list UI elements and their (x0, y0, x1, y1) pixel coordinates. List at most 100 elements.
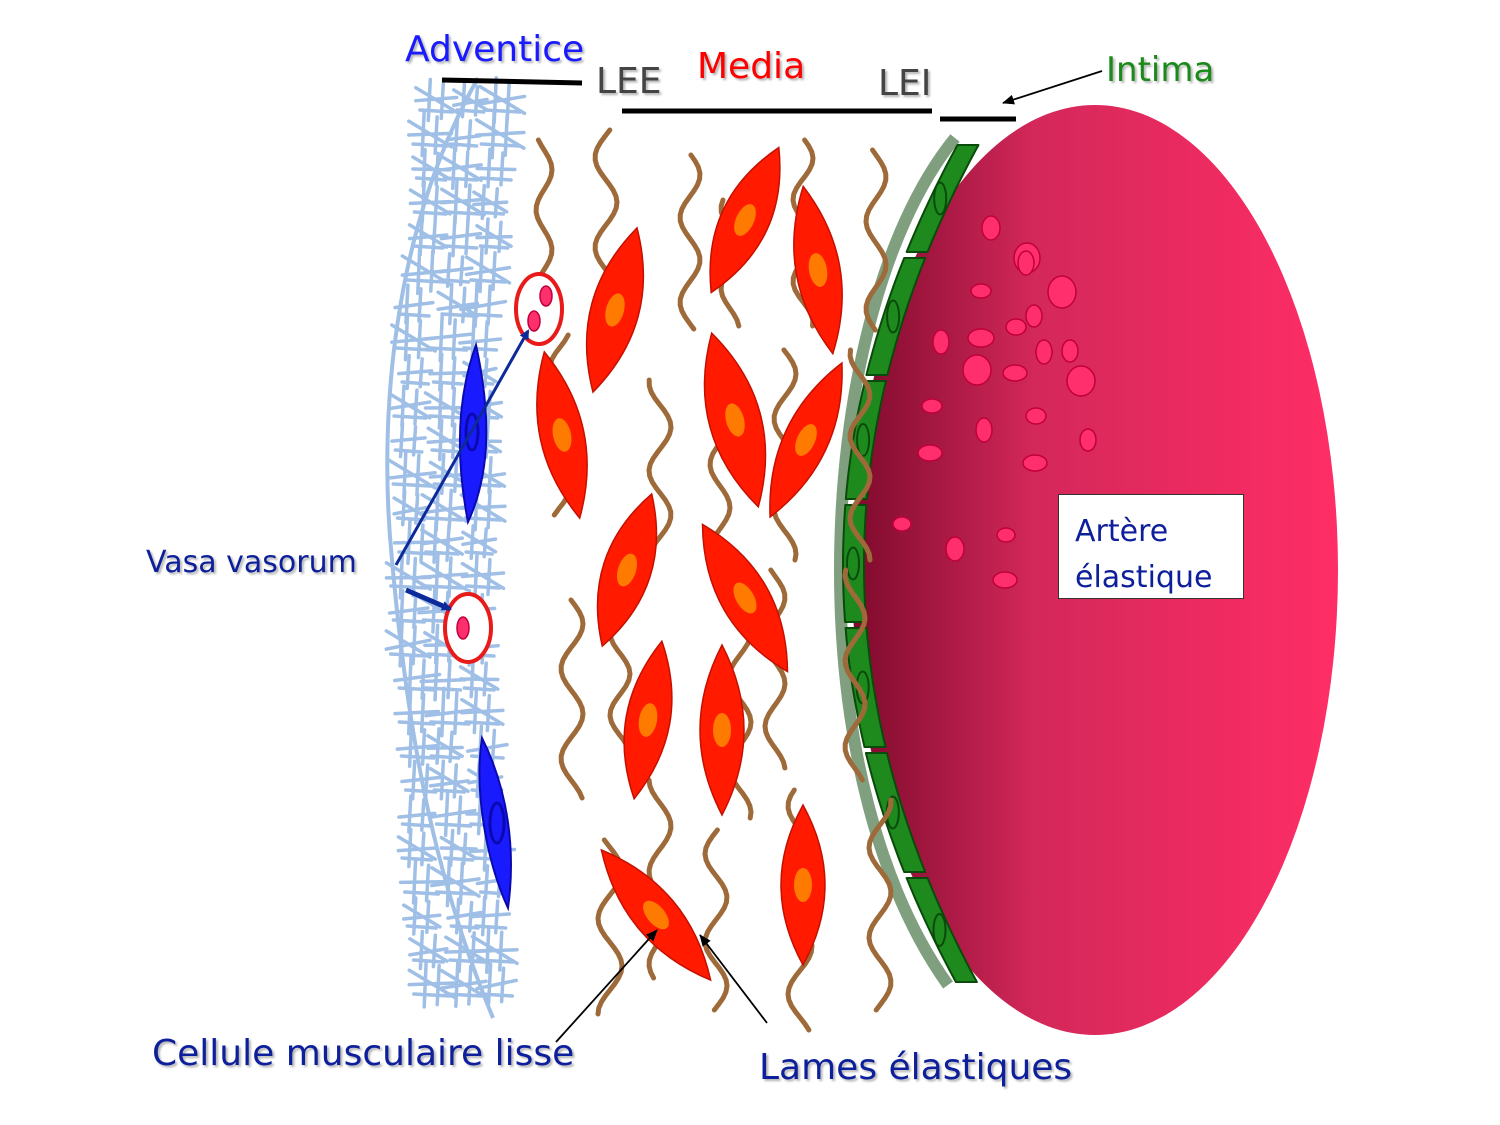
red-blood-cell (1025, 304, 1043, 328)
collagen-fiber (439, 81, 446, 121)
collagen-fiber (443, 790, 450, 838)
collagen-fiber (451, 145, 457, 191)
collagen-fiber (412, 992, 453, 998)
cellule-musculaire-label: Cellule musculaire lisse (152, 1033, 575, 1074)
collagen-fiber (397, 369, 434, 376)
collagen-fiber (479, 176, 513, 182)
collagen-fiber (452, 88, 489, 112)
collagen-fiber (410, 759, 417, 801)
collagen-fiber (418, 108, 455, 114)
collagen-fiber (437, 418, 444, 462)
smooth-muscle-nucleus (638, 703, 658, 737)
collagen-fiber (446, 658, 452, 700)
lee-label: LEE (596, 61, 662, 102)
elastic-lamella (866, 797, 894, 1013)
collagen-fiber (429, 754, 461, 760)
collagen-fiber (411, 859, 418, 905)
collagen-fiber (498, 930, 504, 972)
collagen-fiber (445, 134, 482, 142)
red-blood-cells (892, 215, 1097, 589)
collagen-fiber (497, 220, 503, 254)
collagen-fiber (486, 557, 492, 597)
smooth-muscle-nucleus (733, 582, 757, 614)
collagen-fiber (428, 766, 470, 794)
collagen-fiber (475, 224, 513, 248)
collagen-fiber (483, 357, 489, 389)
red-blood-cell (917, 444, 943, 462)
collagen-fiber (478, 244, 510, 250)
smooth-muscle-nucleus (552, 418, 572, 452)
collagen-fiber (418, 357, 424, 389)
collagen-fiber (452, 456, 459, 494)
collagen-fiber (423, 332, 473, 341)
elastic-lamella (726, 617, 754, 821)
collagen-fiber (460, 697, 505, 727)
collagen-fiber (406, 688, 413, 736)
smooth-muscle-nucleus (605, 293, 625, 327)
collagen-fiber (480, 895, 487, 937)
collagen-fiber (400, 384, 406, 428)
collagen-fiber (430, 808, 477, 819)
collagen-fiber (491, 251, 497, 292)
collagen-fiber (451, 214, 457, 258)
collagen-fiber (392, 414, 428, 420)
collagen-fiber (499, 151, 505, 187)
collagen-fiber (423, 763, 430, 799)
red-blood-cell (1025, 407, 1047, 425)
adventice-bar (441, 77, 583, 86)
collagen-fiber (485, 693, 492, 733)
collagen-fiber (453, 115, 460, 153)
collagen-fiber (444, 210, 482, 216)
red-blood-cell (1066, 365, 1096, 397)
collagen-fiber (392, 496, 430, 520)
collagen-fiber (420, 728, 427, 766)
collagen-fiber (475, 958, 515, 964)
collagen-fiber (486, 284, 492, 326)
collagen-fiber (430, 866, 481, 898)
collagen-fiber (425, 899, 431, 934)
collagen-fiber (424, 863, 431, 903)
adventitia-outer-boundary (385, 77, 495, 1019)
collagen-fiber (457, 926, 463, 974)
artere-line-1: Artère (1075, 514, 1169, 549)
collagen-fiber (401, 903, 442, 929)
collagen-fiber (445, 856, 452, 908)
collagen-fiber (433, 184, 439, 222)
fibroblast (478, 734, 512, 912)
collagen-fiber (422, 959, 428, 1009)
collagen-fiber (482, 661, 488, 697)
collagen-fiber (407, 119, 454, 149)
collagen-fiber (435, 963, 441, 1007)
elastic-lamella (762, 567, 788, 771)
collagen-fiber (470, 315, 476, 361)
collagen-fiber (421, 148, 427, 188)
collagen-fiber (472, 190, 509, 214)
collagen-fiber (478, 84, 527, 116)
collagen-fiber (412, 210, 448, 216)
collagen-fiber (392, 672, 442, 683)
collagen-fiber (451, 318, 457, 361)
fibroblast (458, 341, 488, 526)
collagen-fiber (439, 759, 446, 801)
collagen-fiber (391, 482, 433, 488)
red-blood-cell (1047, 275, 1077, 309)
collagen-fiber (463, 312, 503, 318)
red-blood-cell (1005, 318, 1027, 336)
collagen-fiber (434, 890, 477, 896)
collagen-fiber (411, 155, 452, 181)
collagen-fiber (435, 727, 441, 765)
collagen-fiber (413, 388, 419, 426)
collagen-fiber (486, 147, 492, 189)
collagen-fiber (439, 968, 488, 1000)
collagen-fiber (440, 686, 446, 738)
collagen-fiber (443, 244, 479, 250)
collagen-fiber (470, 912, 512, 919)
collagen-fiber (474, 924, 508, 930)
collagen-fiber (475, 166, 517, 172)
collagen-fiber (405, 353, 411, 391)
collagen-fiber (403, 314, 410, 362)
smooth-muscle-nucleus (795, 424, 817, 456)
collagen-fiber (458, 255, 465, 287)
collagen-fiber (462, 686, 496, 692)
